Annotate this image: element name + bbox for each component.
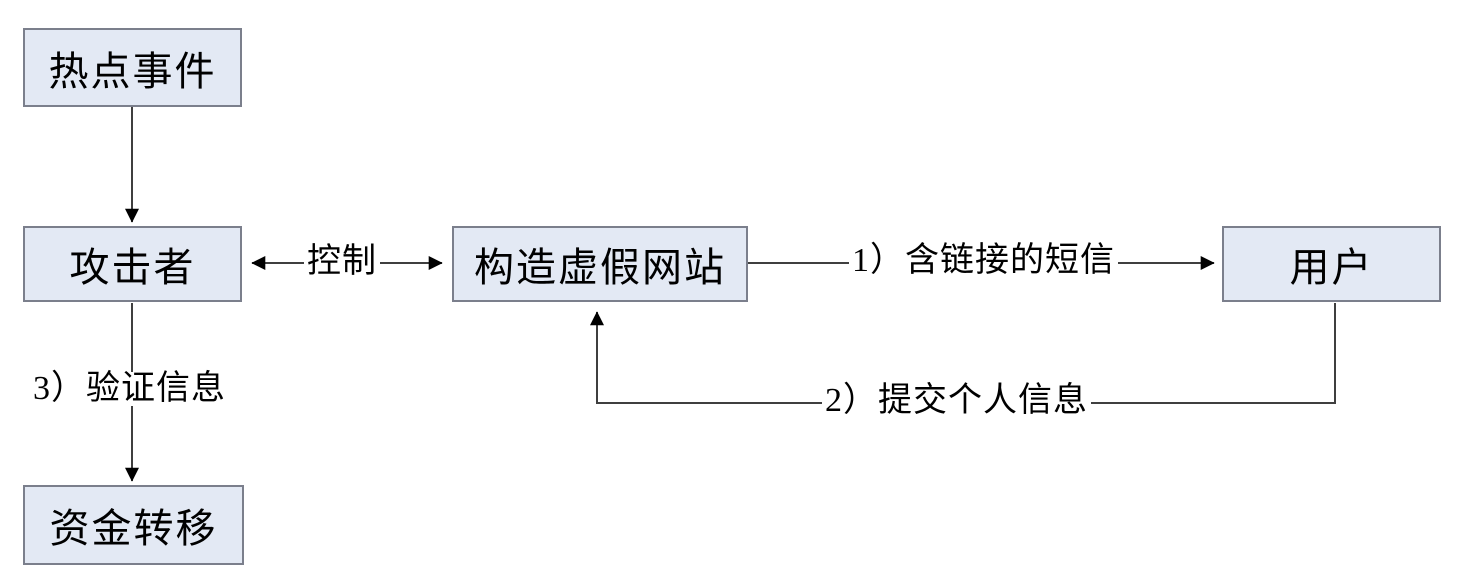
node-user[interactable]: 用户 [1222,226,1441,302]
node-hot-event-label: 热点事件 [48,48,217,94]
node-money-transfer-label: 资金转移 [49,506,218,551]
node-attacker[interactable]: 攻击者 [23,226,242,302]
node-fake-website[interactable]: 构造虚假网站 [452,226,748,302]
node-money-transfer[interactable]: 资金转移 [23,485,244,565]
node-hot-event[interactable]: 热点事件 [23,28,242,107]
node-attacker-label: 攻击者 [69,245,196,290]
edge-label-sms-with-link: 1）含链接的短信 [849,244,1118,278]
node-fake-website-label: 构造虚假网站 [474,245,726,290]
edge-label-verify-info: 3）验证信息 [30,372,229,406]
node-user-label: 用户 [1289,245,1374,290]
edge-label-control: 控制 [304,245,380,279]
edge-label-submit-personal-info: 2）提交个人信息 [822,384,1091,418]
